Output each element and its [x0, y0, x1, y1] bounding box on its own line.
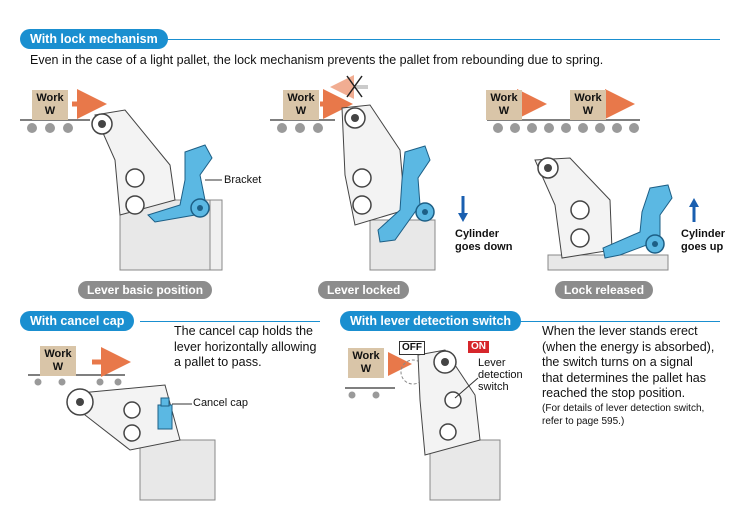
panel-lock-released: [487, 89, 699, 271]
section-title-lock: With lock mechanism: [20, 29, 168, 49]
caption-lever-locked: Lever locked: [318, 281, 410, 299]
panel-detection-switch: [345, 349, 501, 501]
lock-intro-text: Even in the case of a light pallet, the …: [30, 53, 604, 67]
bracket-label: Bracket: [224, 174, 262, 186]
caption-lock-released: Lock released: [555, 281, 654, 299]
on-badge: ON: [468, 341, 489, 353]
panel-cancel-cap: [28, 347, 216, 501]
detect-note: (For details of lever detection switch, …: [542, 402, 705, 427]
section-rule-lock: [165, 39, 720, 40]
caption-lever-basic: Lever basic position: [78, 281, 213, 299]
section-title-cancel: With cancel cap: [20, 311, 135, 331]
cancel-description: The cancel cap holds the lever horizonta…: [174, 324, 317, 369]
section-rule-detect: [518, 321, 720, 322]
panel-lever-basic: [20, 89, 223, 271]
off-badge: OFF: [399, 341, 425, 355]
panel-lever-locked: [270, 75, 468, 271]
lever-detection-switch-label: Lever detection switch: [478, 357, 523, 393]
section-rule-cancel: [140, 321, 320, 322]
section-title-detect: With lever detection switch: [340, 311, 522, 331]
detect-description: When the lever stands erect (when the en…: [542, 324, 737, 428]
cancel-cap-label: Cancel cap: [193, 397, 249, 409]
